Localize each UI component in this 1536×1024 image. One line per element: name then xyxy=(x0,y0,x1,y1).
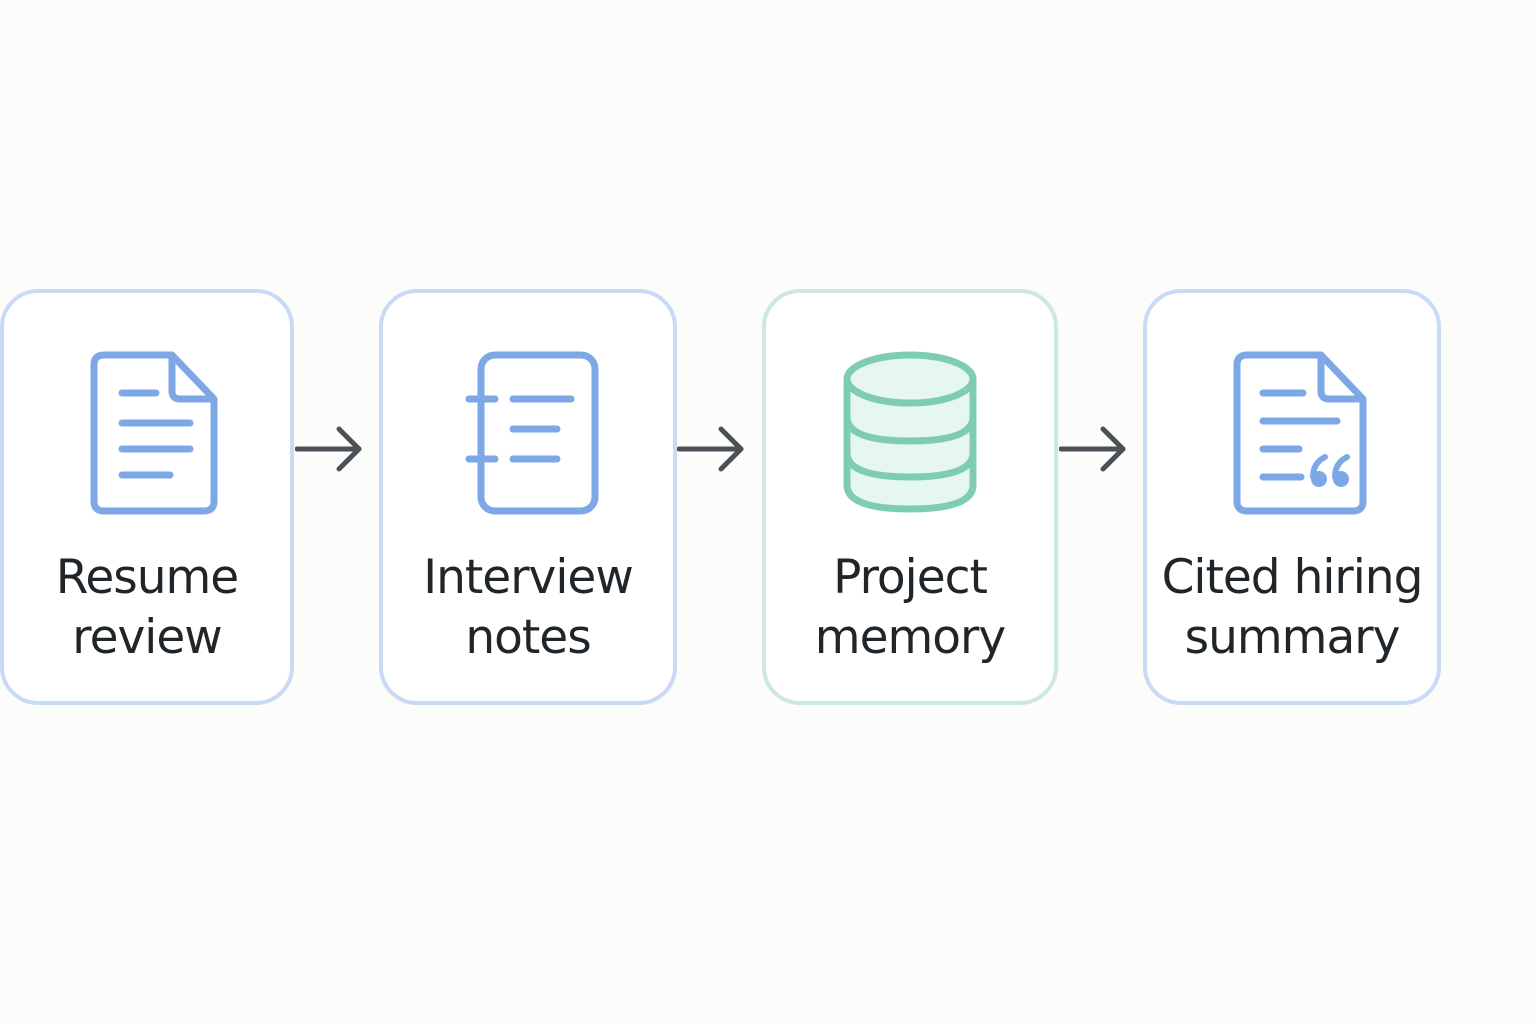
arrow-icon xyxy=(295,425,365,473)
quote-document-icon xyxy=(1217,345,1367,515)
step-label-line2: review xyxy=(72,610,222,665)
database-icon xyxy=(835,345,985,515)
step-resume-review: Resume review xyxy=(0,289,294,705)
step-label-line1: Interview xyxy=(423,550,634,605)
step-cited-hiring-summary: Cited hiring summary xyxy=(1143,289,1441,705)
step-label: Interview notes xyxy=(383,548,673,668)
step-label: Resume review xyxy=(4,548,290,668)
step-project-memory: Project memory xyxy=(762,289,1058,705)
step-label: Project memory xyxy=(766,548,1054,668)
arrow-icon xyxy=(1059,425,1129,473)
step-label: Cited hiring summary xyxy=(1147,548,1437,668)
notebook-icon xyxy=(453,345,603,515)
step-label-line2: memory xyxy=(814,610,1006,665)
step-label-line2: notes xyxy=(465,610,591,665)
step-label-line1: Resume xyxy=(55,550,239,605)
step-label-line2: summary xyxy=(1184,610,1401,665)
step-label-line1: Cited hiring xyxy=(1161,550,1424,605)
step-interview-notes: Interview notes xyxy=(379,289,677,705)
arrow-icon xyxy=(677,425,747,473)
document-icon xyxy=(72,345,222,515)
step-label-line1: Project xyxy=(833,550,988,605)
